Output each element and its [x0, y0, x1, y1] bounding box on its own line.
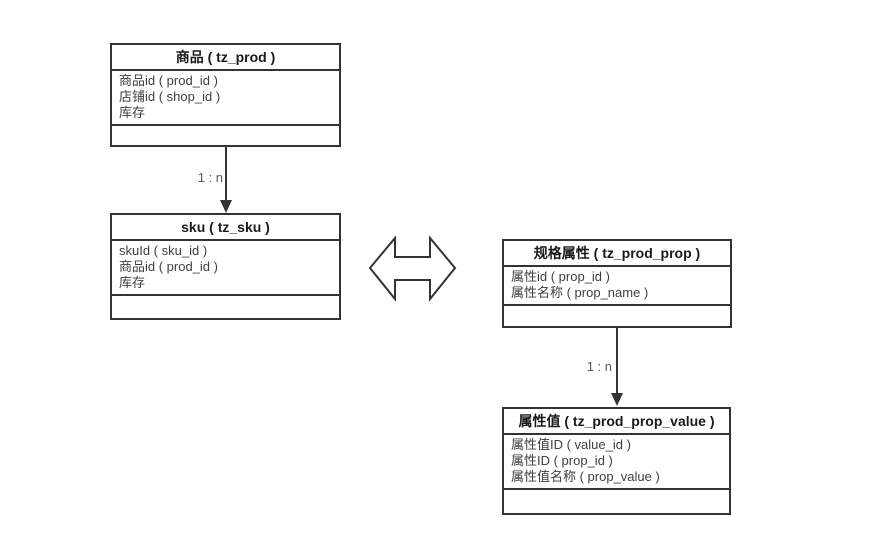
- arrow-prop-to-value-icon: [611, 328, 623, 406]
- entity-field: 属性id ( prop_id ): [511, 269, 610, 284]
- entity-title: 属性值 ( tz_prod_prop_value ): [504, 409, 729, 435]
- entity-field-list: skuId ( sku_id ) 商品id ( prod_id ) 库存: [112, 241, 339, 296]
- entity-title: 商品 ( tz_prod ): [112, 45, 339, 71]
- entity-title: sku ( tz_sku ): [112, 215, 339, 241]
- entity-field: skuId ( sku_id ): [119, 243, 208, 258]
- entity-field-list: 属性id ( prop_id ) 属性名称 ( prop_name ): [504, 267, 730, 306]
- entity-field: 店铺id ( shop_id ): [119, 89, 221, 104]
- cardinality-label: 1 : n: [197, 170, 223, 185]
- entity-field: 商品id ( prod_id ): [119, 259, 218, 274]
- entity-footer-section: [504, 490, 729, 513]
- double-arrow-icon: [368, 235, 457, 302]
- entity-table-prod-prop: 规格属性 ( tz_prod_prop ) 属性id ( prop_id ) 属…: [502, 239, 732, 328]
- entity-field: 属性值ID ( value_id ): [511, 437, 631, 452]
- entity-footer-section: [112, 126, 339, 145]
- entity-field-list: 商品id ( prod_id ) 店铺id ( shop_id ) 库存: [112, 71, 339, 126]
- entity-field: 属性ID ( prop_id ): [511, 453, 613, 468]
- entity-field: 库存: [119, 105, 146, 120]
- entity-field-list: 属性值ID ( value_id ) 属性ID ( prop_id ) 属性值名…: [504, 435, 729, 490]
- entity-field: 库存: [119, 275, 146, 290]
- entity-field: 属性值名称 ( prop_value ): [511, 469, 660, 484]
- entity-field: 属性名称 ( prop_name ): [511, 285, 649, 300]
- entity-footer-section: [112, 296, 339, 318]
- entity-table-prod: 商品 ( tz_prod ) 商品id ( prod_id ) 店铺id ( s…: [110, 43, 341, 147]
- entity-footer-section: [504, 306, 730, 326]
- entity-table-sku: sku ( tz_sku ) skuId ( sku_id ) 商品id ( p…: [110, 213, 341, 320]
- cardinality-label: 1 : n: [586, 359, 612, 374]
- entity-title: 规格属性 ( tz_prod_prop ): [504, 241, 730, 267]
- entity-field: 商品id ( prod_id ): [119, 73, 218, 88]
- entity-table-prod-prop-value: 属性值 ( tz_prod_prop_value ) 属性值ID ( value…: [502, 407, 731, 515]
